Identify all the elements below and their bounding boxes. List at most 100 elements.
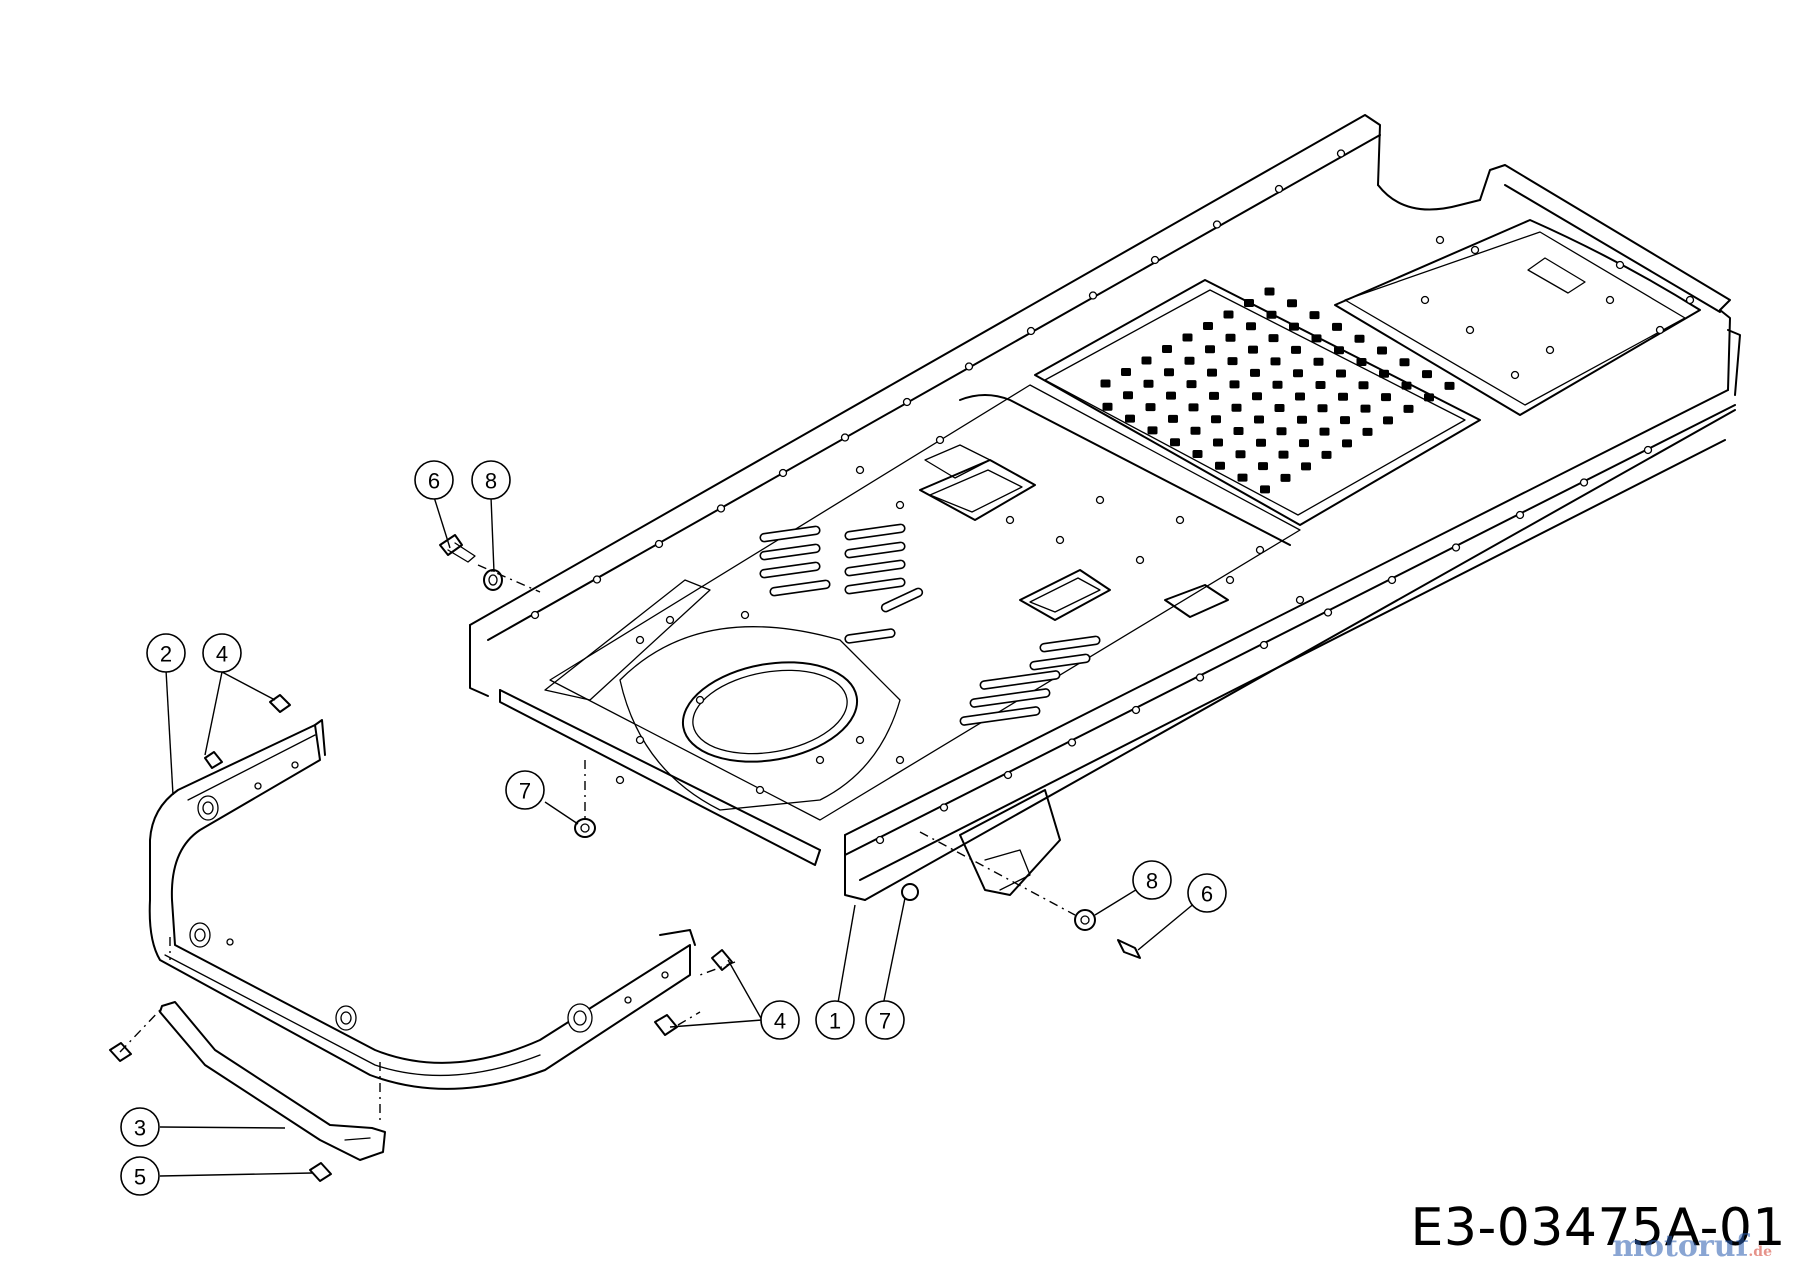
mounting-hole: [592, 575, 602, 584]
perforation-square: [1383, 416, 1393, 425]
perforation-square: [1254, 415, 1264, 424]
perforation-square: [1377, 346, 1387, 355]
mounting-hole: [1579, 478, 1589, 487]
callout-2: 2: [146, 633, 186, 673]
perforation-square: [1237, 473, 1248, 482]
perforation-square: [1246, 322, 1256, 331]
callout-3: 3: [120, 1107, 160, 1147]
perforation-square: [1424, 393, 1434, 402]
perforation-square: [1309, 311, 1320, 320]
mounting-hole: [1515, 510, 1525, 520]
mounting-hole: [1323, 608, 1333, 617]
mounting-hole: [1435, 235, 1445, 245]
mounting-hole: [654, 539, 664, 549]
perforation-square: [1289, 322, 1299, 331]
svg-text:4: 4: [216, 642, 228, 667]
perforation-square: [1100, 379, 1111, 388]
perforation-square: [1278, 450, 1289, 459]
perforation-square: [1203, 322, 1213, 330]
perforation-square: [1227, 357, 1238, 366]
hardware-fasteners: [109, 534, 1141, 1182]
perforation-square: [1379, 369, 1389, 378]
mounting-hole: [1055, 535, 1065, 545]
mounting-hole: [1212, 220, 1222, 229]
perforation-square: [1211, 415, 1221, 424]
mounting-hole: [895, 500, 905, 510]
bumper-holes: [189, 761, 669, 1033]
mounting-hole: [1655, 325, 1665, 335]
perforation-square: [1223, 310, 1234, 319]
perforation-square: [1270, 357, 1281, 366]
mounting-hole: [1005, 515, 1015, 525]
bumper-strap: [159, 1001, 386, 1161]
callout-4-upper: 4: [202, 633, 242, 673]
perforation-square: [1422, 370, 1432, 379]
perforation-square: [1354, 334, 1365, 343]
mounting-hole: [1295, 595, 1305, 605]
perforation-square: [1299, 439, 1309, 448]
mounting-hole: [1195, 673, 1205, 682]
svg-text:1: 1: [829, 1009, 841, 1034]
perforation-square: [1188, 403, 1199, 412]
svg-text:7: 7: [519, 779, 531, 804]
mounting-hole: [1605, 295, 1615, 305]
perforation-square: [1280, 473, 1291, 482]
callout-5: 5: [120, 1156, 160, 1196]
mounting-hole: [615, 775, 625, 785]
mounting-hole: [1259, 640, 1269, 650]
perforation-square: [1123, 391, 1133, 400]
mounting-hole: [1274, 184, 1284, 194]
perforation-square: [1256, 438, 1266, 447]
perforation-square: [1147, 426, 1158, 435]
perforation-square: [1266, 310, 1277, 319]
mounting-hole: [1003, 770, 1013, 780]
svg-text:4: 4: [774, 1009, 786, 1034]
perforation-square: [1403, 404, 1414, 413]
mounting-hole: [530, 610, 540, 620]
perforation-square: [1342, 439, 1352, 448]
callout-bubbles: 6 8 2 4 7 8 6 4: [120, 460, 1227, 1196]
mounting-hole: [815, 755, 825, 765]
perforation-square: [1274, 404, 1285, 412]
perforation-square: [1297, 415, 1307, 424]
floor-pan-slots: [759, 523, 1101, 726]
grid-plate-perforations: [1100, 287, 1455, 494]
callout-6-left: 6: [414, 460, 454, 500]
mounting-hole: [1545, 345, 1555, 355]
mounting-hole: [1685, 295, 1695, 305]
mounting-hole: [1255, 545, 1265, 555]
perforation-square: [1321, 450, 1332, 459]
perforation-square: [1244, 299, 1254, 307]
mounting-hole: [895, 755, 905, 765]
callout-8-left: 8: [471, 460, 511, 500]
callout-7-right: 7: [865, 1000, 905, 1040]
mounting-hole: [635, 735, 645, 745]
main-frame: [469, 114, 1741, 901]
callout-4-lower: 4: [760, 1000, 800, 1040]
perforation-square: [1315, 381, 1326, 389]
perforation-square: [1360, 404, 1371, 413]
mounting-hole: [665, 615, 675, 625]
perforation-square: [1209, 391, 1219, 400]
perforation-square: [1233, 427, 1244, 435]
drawing-code-label: E3-03475A-01: [1410, 1198, 1786, 1258]
perforation-square: [1332, 322, 1342, 331]
svg-text:5: 5: [134, 1165, 146, 1190]
perforation-square: [1340, 416, 1350, 425]
perforation-square: [1319, 427, 1330, 436]
perforation-square: [1145, 403, 1156, 412]
perforation-square: [1102, 402, 1113, 411]
mounting-hole: [695, 695, 705, 705]
callout-8-right: 8: [1132, 860, 1172, 900]
perforation-square: [1399, 358, 1410, 367]
mounting-hole: [1175, 515, 1185, 525]
perforation-square: [1143, 379, 1154, 388]
mounting-hole: [964, 362, 974, 371]
mounting-hole: [1067, 738, 1077, 747]
perforation-square: [1287, 299, 1297, 308]
svg-text:8: 8: [485, 469, 497, 494]
mounting-hole: [1420, 295, 1430, 305]
perforation-square: [1258, 462, 1268, 471]
callout-1: 1: [815, 1000, 855, 1040]
perforation-square: [1248, 345, 1258, 354]
